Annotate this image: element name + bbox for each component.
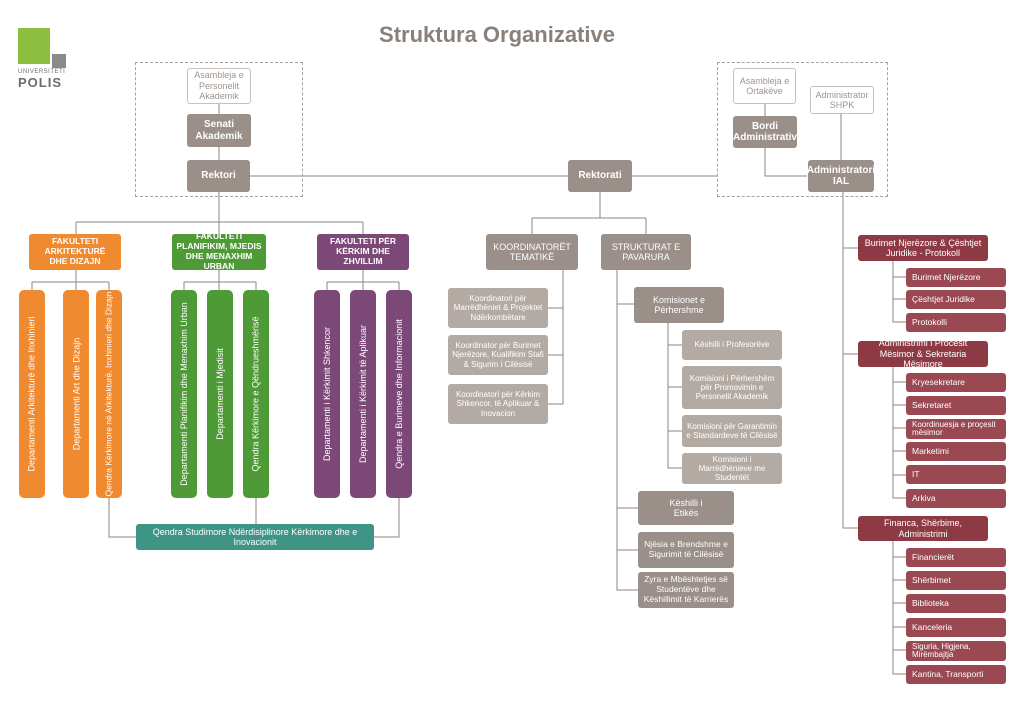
coordinator-item[interactable]: Koordinatori për Kërkim Shkencor, të Apl… [448, 384, 548, 424]
rector-box[interactable]: Rektori [187, 160, 250, 192]
finance-services-group-box[interactable]: Financa, Shërbime, Administrimi [858, 516, 988, 541]
commission-item[interactable]: Komisioni i Përhershëm për Promovimin e … [682, 366, 782, 409]
research-center-pill[interactable]: Qendra Kërkimore në Arkitekturë, Inxhini… [96, 290, 122, 498]
commission-item[interactable]: Këshilli i Profesorëve [682, 330, 782, 360]
partners-assembly-box[interactable]: Asambleja e Ortakëve [733, 68, 796, 104]
commission-item[interactable]: Komisioni i Marrëdhënieve me Studentët [682, 453, 782, 484]
logo-name: POLIS [18, 75, 63, 90]
admin-item[interactable]: Kryesekretare [906, 373, 1006, 392]
hr-legal-group-box[interactable]: Burimet Njerëzore & Çështjet Juridike - … [858, 235, 988, 261]
page-title: Struktura Organizative [379, 22, 615, 47]
admin-item[interactable]: Arkiva [906, 489, 1006, 508]
research-center-pill[interactable]: Qendra Kërkimore e Qëndrueshmërisë [243, 290, 269, 498]
admin-item[interactable]: Burimet Njerëzore [906, 268, 1006, 287]
admin-item[interactable]: Financierët [906, 548, 1006, 567]
logo-top-text: UNIVERSITETI [18, 69, 66, 75]
faculty-planning-box[interactable]: FAKULTETI PLANIFIKIM, MJEDIS DHE MENAXHI… [172, 232, 266, 271]
interdisciplinary-research-center-box[interactable]: Qendra Studimore Ndërdisiplinore Kërkimo… [136, 524, 374, 550]
permanent-commissions-box[interactable]: Komisionet e Përhershme [634, 287, 724, 323]
department-pill[interactable]: Departamenti Planifikim dhe Menaxhim Urb… [171, 290, 197, 498]
coordinator-item[interactable]: Koordinator për Burimet Njerëzore, Kuali… [448, 335, 548, 375]
department-pill[interactable]: Departamenti Arkitekturë dhe Inxhinieri [19, 290, 45, 498]
faculty-research-box[interactable]: FAKULTETI PËR KËRKIM DHE ZHVILLIM [317, 234, 409, 270]
admin-item[interactable]: Marketimi [906, 442, 1006, 461]
research-center-pill[interactable]: Qendra e Burimeve dhe Informacionit [386, 290, 412, 498]
admin-item[interactable]: Koordinuesja e proçesit mësimor [906, 419, 1006, 439]
admin-item[interactable]: Biblioteka [906, 594, 1006, 613]
admin-item[interactable]: Çështjet Juridike [906, 290, 1006, 309]
administrator-ial-box[interactable]: Administratori IAL [807, 160, 875, 192]
academic-senate-box[interactable]: Senati Akademik [187, 114, 251, 147]
academic-assembly-box[interactable]: Asambleja e Personelit Akademik [187, 68, 251, 104]
coordinators-box[interactable]: KOORDINATORËT TEMATIKË [486, 234, 578, 270]
department-pill[interactable]: Departamenti i Kërkimit Shkencor [314, 290, 340, 498]
student-support-office-box[interactable]: Zyra e Mbështetjes së Studentëve dhe Kës… [638, 572, 734, 608]
coordinator-item[interactable]: Koordinatori për Marrëdhëniet & Projekte… [448, 288, 548, 328]
admin-shpk-box[interactable]: Administrator SHPK [810, 86, 874, 114]
faculty-architecture-box[interactable]: FAKULTETI ARKITEKTURË DHE DIZAJN [29, 234, 121, 270]
quality-assurance-unit-box[interactable]: Njësia e Brendshme e Sigurimit të Cilësi… [638, 532, 734, 568]
logo-mark-icon [18, 28, 74, 68]
admin-item[interactable]: Shërbimet [906, 571, 1006, 590]
department-pill[interactable]: Departamenti Art dhe Dizajn [63, 290, 89, 498]
teaching-admin-group-box[interactable]: Administrimi i Procesit Mësimor & Sekret… [858, 338, 988, 369]
administrative-board-box[interactable]: Bordi Administrativ [733, 116, 797, 148]
admin-item[interactable]: Protokolli [906, 313, 1006, 332]
admin-item[interactable]: Kantina, Transporti [906, 665, 1006, 684]
independent-structures-box[interactable]: STRUKTURAT E PAVARURA [601, 234, 691, 270]
admin-item[interactable]: Sekretaret [906, 396, 1006, 415]
admin-item[interactable]: Kanceleria [906, 618, 1006, 637]
logo: UNIVERSITETI POLIS [18, 28, 74, 90]
department-pill[interactable]: Departamenti i Kërkimit të Aplikuar [350, 290, 376, 498]
department-pill[interactable]: Departamenti i Mjedisit [207, 290, 233, 498]
admin-item[interactable]: Siguria, Higjena, Mirëmbajtja [906, 641, 1006, 661]
left-governance-frame [135, 62, 303, 197]
ethics-council-box[interactable]: Këshilli i Etikës [638, 491, 734, 525]
admin-item[interactable]: IT [906, 465, 1006, 484]
right-governance-frame [717, 62, 888, 197]
commission-item[interactable]: Komisioni për Garantimin e Standardeve t… [682, 415, 782, 447]
rectorate-box[interactable]: Rektorati [568, 160, 632, 192]
